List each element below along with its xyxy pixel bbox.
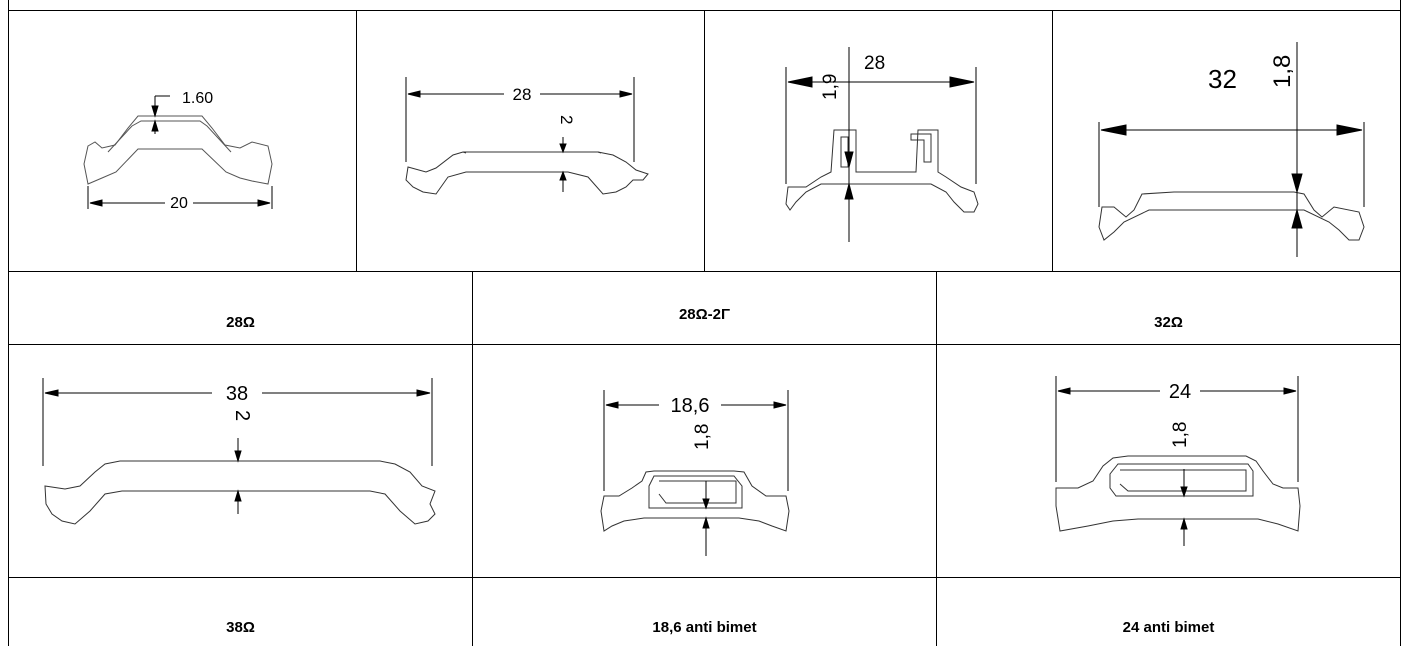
profile-label: 28Ω [226, 314, 255, 331]
thickness-label: 1,8 [692, 424, 713, 450]
profile-drawing-1: 1.60 20 [10, 12, 354, 270]
thickness-label: 2 [557, 115, 576, 124]
profile-drawing-7: 24 1,8 [938, 346, 1398, 576]
profile-label: 24 anti bimet [1122, 619, 1215, 636]
width-label: 32 [1208, 64, 1237, 94]
grid-line [936, 271, 937, 646]
grid-line [8, 0, 9, 646]
thickness-label: 1,8 [1170, 422, 1191, 448]
width-label: 38 [226, 383, 248, 405]
grid-line [356, 10, 357, 272]
grid-line [8, 344, 1401, 345]
profile-drawing-5: 38 2 [10, 346, 470, 576]
profile-drawing-6: 18,6 1,8 [474, 346, 934, 576]
grid-line [1400, 0, 1401, 646]
profile-label: 32Ω [1154, 314, 1183, 331]
width-label: 28 [513, 85, 532, 104]
thickness-label: 1.60 [182, 90, 213, 107]
profile-drawing-2: 28 2 [358, 12, 702, 270]
grid-line [1052, 10, 1053, 272]
thickness-label: 1,9 [820, 74, 841, 100]
width-label: 18,6 [671, 395, 710, 417]
profile-drawing-4: 32 1,8 [1054, 12, 1398, 270]
width-label: 20 [170, 195, 188, 212]
thickness-label: 2 [231, 410, 253, 421]
profile-label: 28Ω-2Γ [678, 306, 731, 323]
thickness-label: 1,8 [1269, 55, 1296, 88]
profile-drawing-3: 1,9 28 [706, 12, 1050, 270]
grid-line [8, 577, 1401, 578]
grid-line [472, 271, 473, 646]
width-label: 28 [864, 53, 885, 74]
width-label: 24 [1169, 381, 1191, 403]
grid-line [704, 10, 705, 272]
profile-label: 18,6 anti bimet [652, 619, 757, 636]
profile-label: 38Ω [226, 619, 255, 636]
